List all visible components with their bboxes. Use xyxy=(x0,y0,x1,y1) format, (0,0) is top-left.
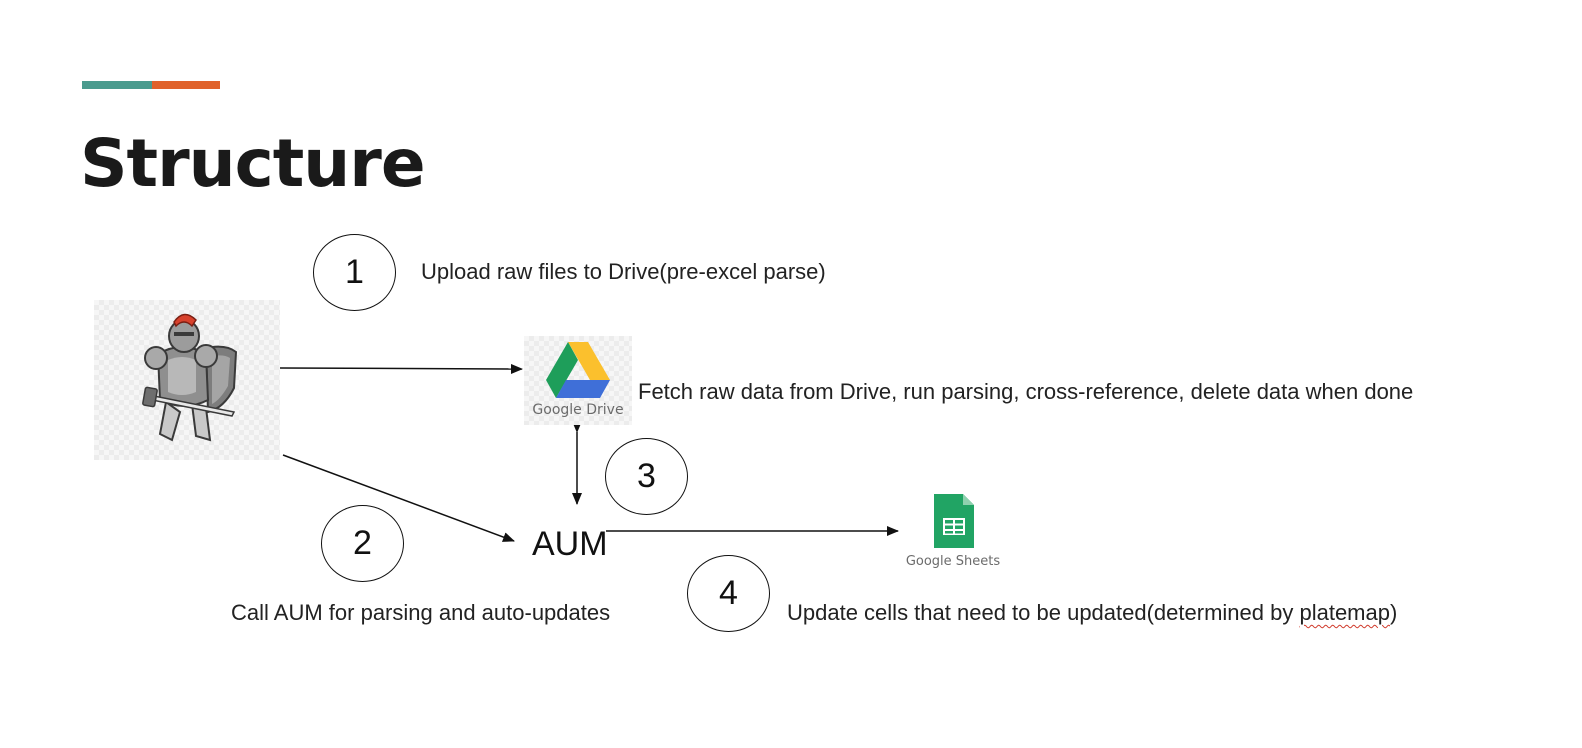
google-drive-icon xyxy=(546,342,610,398)
google-sheets-node: Google Sheets xyxy=(905,492,1001,574)
google-sheets-icon xyxy=(934,494,974,548)
step-4-caption-platemap: platemap xyxy=(1299,600,1390,625)
step-4-caption-prefix: Update cells that need to be updated(det… xyxy=(787,600,1300,625)
step-2-circle: 2 xyxy=(321,505,404,582)
google-sheets-label: Google Sheets xyxy=(905,554,1001,569)
step-1-caption: Upload raw files to Drive(pre-excel pars… xyxy=(421,259,826,284)
accent-bar-orange xyxy=(152,81,220,89)
google-drive-label: Google Drive xyxy=(532,402,624,418)
step-4-caption-suffix: ) xyxy=(1389,600,1398,625)
step-4-circle: 4 xyxy=(687,555,770,632)
arrow-user-to-drive xyxy=(279,363,523,374)
step-4-caption: Update cells that need to be updated(det… xyxy=(787,600,1397,626)
step-1-circle: 1 xyxy=(313,234,396,311)
slide-title: Structure xyxy=(80,125,426,202)
knight-icon xyxy=(142,313,238,442)
accent-bar-teal xyxy=(82,81,152,89)
google-drive-node: Google Drive xyxy=(524,336,632,425)
user-node xyxy=(94,300,280,460)
step-2-caption: Call AUM for parsing and auto-updates xyxy=(231,600,611,625)
arrow-user-to-aum xyxy=(282,454,515,542)
step-3-caption: Fetch raw data from Drive, run parsing, … xyxy=(638,379,1414,404)
step-3-circle: 3 xyxy=(605,438,688,515)
aum-node-label: AUM xyxy=(532,525,608,563)
